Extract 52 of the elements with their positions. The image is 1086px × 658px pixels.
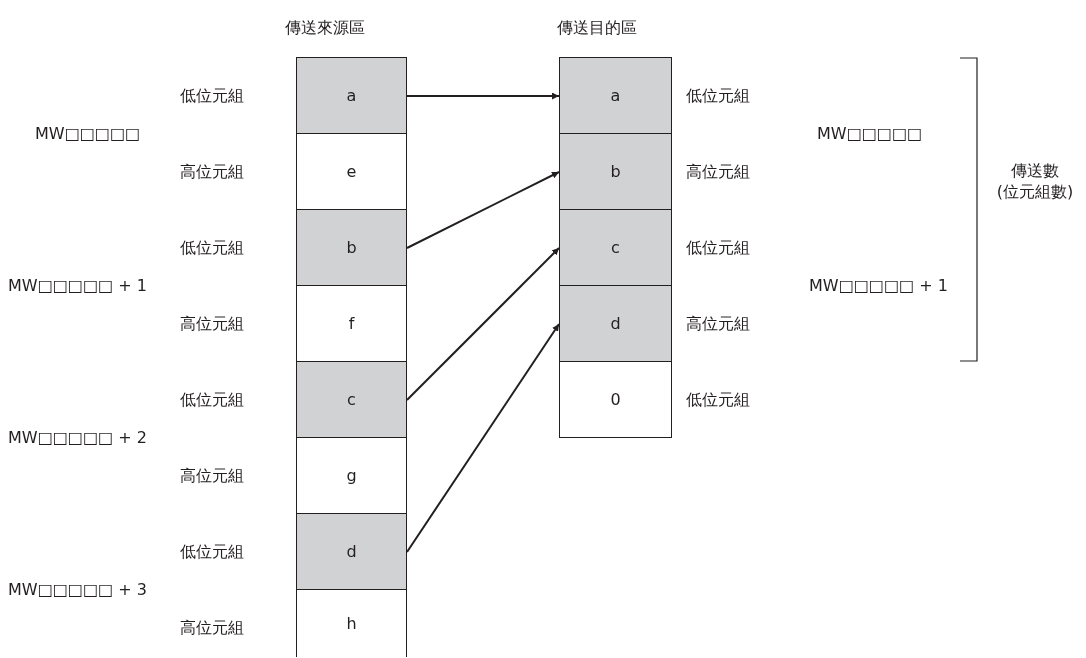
address-label: MW□□□□□ + 3 <box>8 580 147 600</box>
byte-label: 高位元組 <box>686 162 750 182</box>
cell-value: f <box>348 313 355 333</box>
memory-cell <box>296 360 407 438</box>
address-label: MW□□□□□ + 1 <box>809 276 948 296</box>
byte-label: 低位元組 <box>686 238 750 258</box>
cell-value: c <box>347 389 356 409</box>
byte-label: 高位元組 <box>686 314 750 334</box>
memory-cell <box>559 284 672 362</box>
area-heading: 傳送目的區 <box>557 18 637 38</box>
area-heading: 傳送來源區 <box>285 18 365 38</box>
cell-value: 0 <box>610 389 621 409</box>
address-label: MW□□□□□ <box>817 124 923 144</box>
memory-cell <box>296 56 407 134</box>
memory-cell <box>559 360 672 438</box>
memory-cell <box>296 436 407 514</box>
arrow <box>406 247 560 401</box>
arrow <box>406 92 560 100</box>
cell-value: g <box>346 465 357 485</box>
cell-value: d <box>346 541 357 561</box>
byte-label: 低位元組 <box>686 390 750 410</box>
cell-value: d <box>610 313 621 333</box>
byte-label: 高位元組 <box>180 466 244 486</box>
memory-cell <box>296 132 407 210</box>
memory-cell <box>296 588 407 657</box>
byte-label: 高位元組 <box>180 162 244 182</box>
memory-cell <box>559 56 672 134</box>
byte-label: 低位元組 <box>180 238 244 258</box>
byte-label: 低位元組 <box>180 542 244 562</box>
cell-value: c <box>611 237 620 257</box>
address-label: MW□□□□□ + 2 <box>8 428 147 448</box>
byte-label: 低位元組 <box>180 86 244 106</box>
memory-cell <box>296 512 407 590</box>
address-label: MW□□□□□ <box>35 124 141 144</box>
byte-label: 高位元組 <box>180 618 244 638</box>
memory-cell <box>296 284 407 362</box>
memory-cell <box>296 208 407 286</box>
arrow <box>406 323 560 553</box>
byte-label: 低位元組 <box>686 86 750 106</box>
cell-value: a <box>610 85 621 105</box>
cell-value: h <box>346 613 357 633</box>
byte-label: 高位元組 <box>180 314 244 334</box>
address-label: MW□□□□□ + 1 <box>8 276 147 296</box>
memory-cell <box>559 132 672 210</box>
cell-value: b <box>610 161 621 181</box>
transfer-count-label: 傳送數(位元組數) <box>995 160 1075 202</box>
cell-value: b <box>346 237 357 257</box>
cell-value: e <box>346 161 357 181</box>
memory-cell <box>559 208 672 286</box>
cell-value: a <box>346 85 357 105</box>
byte-label: 低位元組 <box>180 390 244 410</box>
arrow <box>406 171 560 249</box>
